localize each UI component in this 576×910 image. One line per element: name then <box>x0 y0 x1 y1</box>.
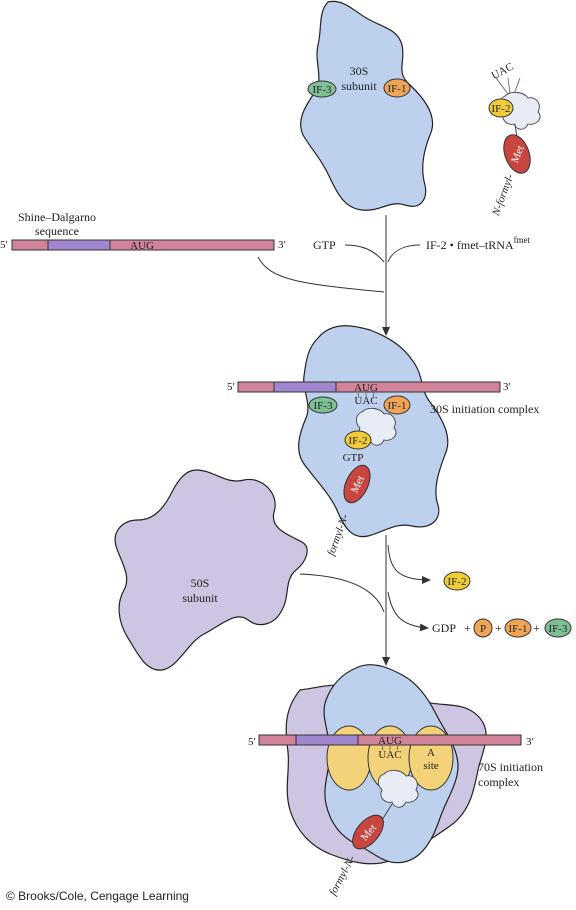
mrna-top: Shine–Dalgarno sequence 5′ AUG 3′ <box>0 210 286 252</box>
50s-join-curve <box>299 573 385 613</box>
released-if3-label: IF-3 <box>549 623 568 635</box>
released-if2-label: IF-2 <box>448 576 467 588</box>
if2-oval <box>488 98 514 118</box>
a-site-label-2: site <box>423 760 438 772</box>
three-prime-label: 3′ <box>278 239 286 251</box>
if1-oval <box>383 78 411 98</box>
arrows-top <box>257 215 421 336</box>
gtp-join-curve <box>344 244 385 263</box>
if2-oval-2 <box>344 430 372 450</box>
five-prime-label: 5′ <box>0 239 8 251</box>
three-prime-label-2: 3′ <box>503 381 511 393</box>
if3-oval <box>307 80 337 98</box>
if2-release-arrow <box>387 544 431 584</box>
shine-dalgarno-label-1: Shine–Dalgarno <box>18 210 96 224</box>
if2-label: IF-2 <box>492 103 511 115</box>
anticodon-uac-label: UAC <box>490 61 516 83</box>
met-oval-3 <box>352 814 384 850</box>
subunit-label: subunit <box>341 79 377 93</box>
plus-3: + <box>533 621 540 635</box>
anticodon-uac-label-3: UAC <box>378 749 401 761</box>
gdp-label: GDP <box>432 621 456 635</box>
30s-subunit-body <box>300 0 434 211</box>
trna-body-3 <box>377 769 419 808</box>
gdp-release-arrow <box>387 591 429 632</box>
mrna-strand-2 <box>237 381 501 393</box>
shine-dalgarno-segment <box>47 239 111 251</box>
copyright-credit: © Brooks/Cole, Cengage Learning <box>6 889 189 903</box>
if2-join-curve <box>387 244 421 263</box>
formyl-n-label: formyl-N- <box>325 512 351 557</box>
if2-label-2: IF-2 <box>349 435 368 447</box>
mrna-join-curve <box>257 256 385 293</box>
formyl-n-label-2: formyl-N- <box>327 853 358 897</box>
aug-codon-label-3: AUG <box>378 735 402 747</box>
aug-codon-label-2: AUG <box>354 382 378 394</box>
met-oval-2 <box>343 464 371 504</box>
release-products: GDP + P + IF-1 + IF-3 <box>432 618 572 638</box>
trna-anticodon-arm <box>495 77 521 95</box>
released-if2-oval <box>443 571 471 591</box>
codon-anticodon-pairing <box>357 392 375 399</box>
if1-label: IF-1 <box>388 83 407 95</box>
five-prime-label-3: 5′ <box>248 736 256 748</box>
gtp-label: GTP <box>313 238 336 252</box>
50s-subunit-body <box>114 469 308 671</box>
mrna-strand-3 <box>258 734 522 746</box>
met-oval <box>503 134 531 174</box>
phosphate-label: P <box>480 623 486 635</box>
free-fmet-trna: UAC IF-2 Met N-formyl- <box>488 61 541 218</box>
codon-anticodon-pairing-2 <box>381 745 399 751</box>
30s-label: 30S <box>350 64 369 78</box>
shine-dalgarno-segment-2 <box>273 381 337 393</box>
released-if1-oval <box>504 618 532 638</box>
plus-1: + <box>464 621 471 635</box>
if3-label-2: IF-3 <box>314 400 333 412</box>
aug-codon-label: AUG <box>130 240 154 252</box>
shine-dalgarno-label-2: sequence <box>35 224 79 238</box>
plus-2: + <box>495 621 502 635</box>
initiation-complex-70s: 5′ AUG 3′ UAC A site Met formyl-N- 70S i… <box>248 664 543 898</box>
30s-initiation-complex-label: 30S initiation complex <box>430 402 539 416</box>
phosphate-circle <box>473 618 493 638</box>
if3-oval-2 <box>308 396 338 414</box>
mrna-strand <box>11 239 275 251</box>
released-if1-label: IF-1 <box>509 623 528 635</box>
if1-label-2: IF-1 <box>388 400 407 412</box>
70s-complex-label-2: complex <box>478 775 519 789</box>
released-if3-oval <box>544 618 572 638</box>
initiation-complex-30s: 5′ AUG 3′ IF-3 IF-1 UAC IF-2 GTP Met for… <box>227 325 539 557</box>
free-30s-subunit: 30S subunit IF-3 IF-1 <box>300 0 434 211</box>
if1-oval-2 <box>383 395 411 415</box>
shine-dalgarno-segment-3 <box>295 734 359 746</box>
anticodon-uac-label-2: UAC <box>354 395 377 407</box>
arrows-middle <box>299 535 431 666</box>
if3-label: IF-3 <box>313 84 332 96</box>
three-prime-label-3: 3′ <box>526 736 534 748</box>
if2-fmet-trna-label: IF-2 • fmet–tRNAfmet <box>426 235 531 252</box>
n-formyl-label: N-formyl- <box>490 172 517 218</box>
gtp-bound-label: GTP <box>343 452 364 464</box>
trna-acceptor-stem-3 <box>381 803 393 821</box>
70s-complex-label-1: 70S initiation <box>478 760 543 774</box>
five-prime-label-2: 5′ <box>227 381 235 393</box>
a-site-label-1: A <box>427 747 435 759</box>
free-50s-subunit: 50S subunit <box>114 469 308 671</box>
50s-label: 50S <box>191 576 210 590</box>
subunit-label-2: subunit <box>182 591 218 605</box>
